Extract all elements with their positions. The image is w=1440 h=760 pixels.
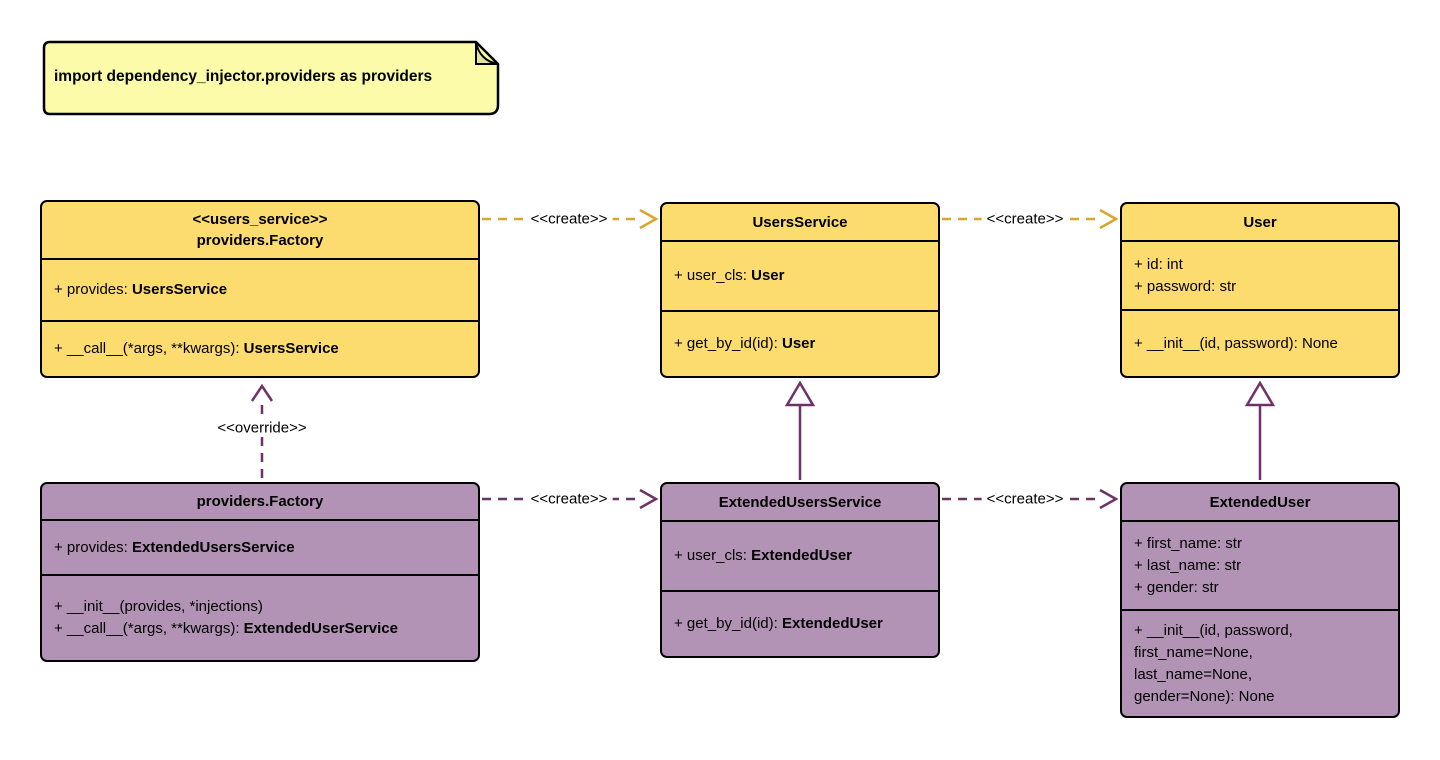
- class-name: providers.Factory: [196, 493, 324, 510]
- note-shape: [42, 40, 500, 116]
- attribute-line: + last_name: str: [1134, 556, 1242, 574]
- edge-label-create: <<create>>: [981, 210, 1069, 228]
- edge-label-create: <<create>>: [981, 490, 1069, 508]
- class-stereotype: <<users_service>>: [192, 211, 328, 228]
- attribute-line: + provides: UsersService: [54, 281, 228, 298]
- attributes-section: + id: int + password: str: [1122, 240, 1398, 309]
- attribute-line: + user_cls: ExtendedUser: [674, 547, 852, 564]
- attributes-section: + user_cls: User: [662, 240, 938, 310]
- note-text: import dependency_injector.providers as …: [54, 68, 433, 85]
- method-line: last_name=None,: [1134, 665, 1252, 683]
- class-extended-users-service: ExtendedUsersService + user_cls: Extende…: [660, 482, 940, 658]
- class-title: ExtendedUsersService: [662, 484, 938, 520]
- import-note: import dependency_injector.providers as …: [40, 38, 502, 118]
- method-line: first_name=None,: [1134, 643, 1253, 661]
- attributes-section: + provides: ExtendedUsersService: [42, 519, 478, 574]
- attributes-section: + user_cls: ExtendedUser: [662, 520, 938, 590]
- create-arrowhead-icon: [1099, 208, 1119, 230]
- class-name: UsersService: [752, 213, 848, 231]
- method-line: + __init__(provides, *injections): [54, 598, 263, 615]
- class-title: providers.Factory: [42, 484, 478, 519]
- note-body: [42, 40, 500, 116]
- class-user: User + id: int + password: str + __init_…: [1120, 202, 1400, 378]
- override-arrowhead-icon: [250, 383, 274, 402]
- methods-section: + get_by_id(id): ExtendedUser: [662, 590, 938, 656]
- attribute-line: + id: int: [1134, 255, 1183, 273]
- class-name: User: [1243, 213, 1277, 231]
- class-extended-user: ExtendedUser + first_name: str + last_na…: [1120, 482, 1400, 718]
- attributes-section: + first_name: str + last_name: str + gen…: [1122, 520, 1398, 609]
- class-title: ExtendedUser: [1122, 484, 1398, 520]
- attributes-section: + provides: UsersService: [42, 258, 478, 320]
- edge-label-override: <<override>>: [212, 419, 312, 437]
- method-line: gender=None): None: [1134, 687, 1275, 705]
- attribute-line: + provides: ExtendedUsersService: [54, 538, 295, 556]
- attribute-line: + password: str: [1134, 277, 1237, 295]
- methods-section: + get_by_id(id): User: [662, 310, 938, 376]
- method-line: + __call__(*args, **kwargs): UsersServic…: [54, 340, 339, 357]
- attribute-line: + first_name: str: [1134, 534, 1242, 552]
- methods-section: + __call__(*args, **kwargs): UsersServic…: [42, 320, 478, 376]
- attribute-line: + gender: str: [1134, 578, 1219, 596]
- methods-section: + __init__(id, password): None: [1122, 309, 1398, 376]
- method-line: + __call__(*args, **kwargs): ExtendedUse…: [54, 620, 398, 637]
- create-arrowhead-icon: [1099, 488, 1119, 510]
- methods-section: + __init__(provides, *injections) + __ca…: [42, 574, 478, 660]
- class-title: <<users_service>> providers.Factory: [42, 202, 478, 258]
- inheritance-triangle-icon: [784, 380, 816, 407]
- class-name: providers.Factory: [196, 232, 324, 249]
- note-folded-corner-icon: [475, 41, 499, 65]
- class-title: UsersService: [662, 204, 938, 240]
- method-line: + __init__(id, password): None: [1134, 334, 1338, 352]
- edge-label-create: <<create>>: [525, 210, 613, 228]
- class-users-service: UsersService + user_cls: User + get_by_i…: [660, 202, 940, 378]
- method-line: + get_by_id(id): ExtendedUser: [674, 615, 883, 632]
- create-arrowhead-icon: [639, 488, 659, 510]
- method-line: + get_by_id(id): User: [674, 335, 816, 352]
- class-extended-factory: providers.Factory + provides: ExtendedUs…: [40, 482, 480, 662]
- inheritance-triangle-icon: [1244, 380, 1276, 407]
- attribute-line: + user_cls: User: [674, 267, 785, 284]
- class-name: ExtendedUsersService: [718, 493, 882, 511]
- class-users-service-factory: <<users_service>> providers.Factory + pr…: [40, 200, 480, 378]
- method-line: + __init__(id, password,: [1134, 621, 1293, 639]
- create-arrowhead-icon: [639, 208, 659, 230]
- class-title: User: [1122, 204, 1398, 240]
- class-name: ExtendedUser: [1209, 493, 1311, 511]
- edge-label-create: <<create>>: [525, 490, 613, 508]
- methods-section: + __init__(id, password, first_name=None…: [1122, 609, 1398, 716]
